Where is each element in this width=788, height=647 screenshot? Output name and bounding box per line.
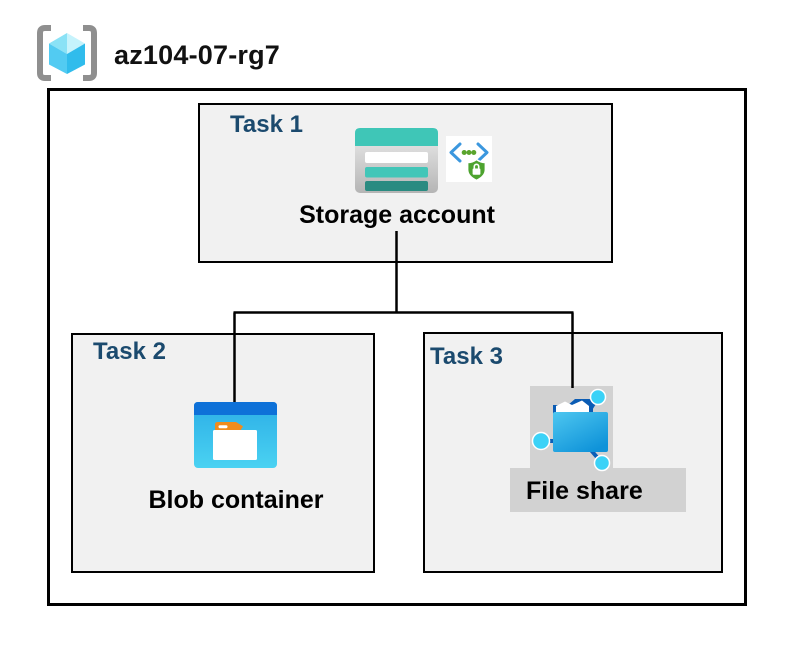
sas-lock-icon <box>446 136 492 187</box>
file-share-label: File share <box>526 477 643 505</box>
task3-label: Task 3 <box>430 343 503 370</box>
file-share-label-box <box>510 468 686 512</box>
storage-account-label: Storage account <box>299 201 495 229</box>
task1-label: Task 1 <box>230 111 303 138</box>
resource-group-header: az104-07-rg7 <box>36 24 280 86</box>
resource-group-icon <box>36 23 98 88</box>
resource-group-title: az104-07-rg7 <box>114 39 280 70</box>
file-share-icon <box>530 386 613 475</box>
blob-container-icon <box>194 402 277 473</box>
blob-container-label: Blob container <box>148 486 324 514</box>
storage-account-icon <box>355 128 438 198</box>
task2-label: Task 2 <box>93 338 166 365</box>
